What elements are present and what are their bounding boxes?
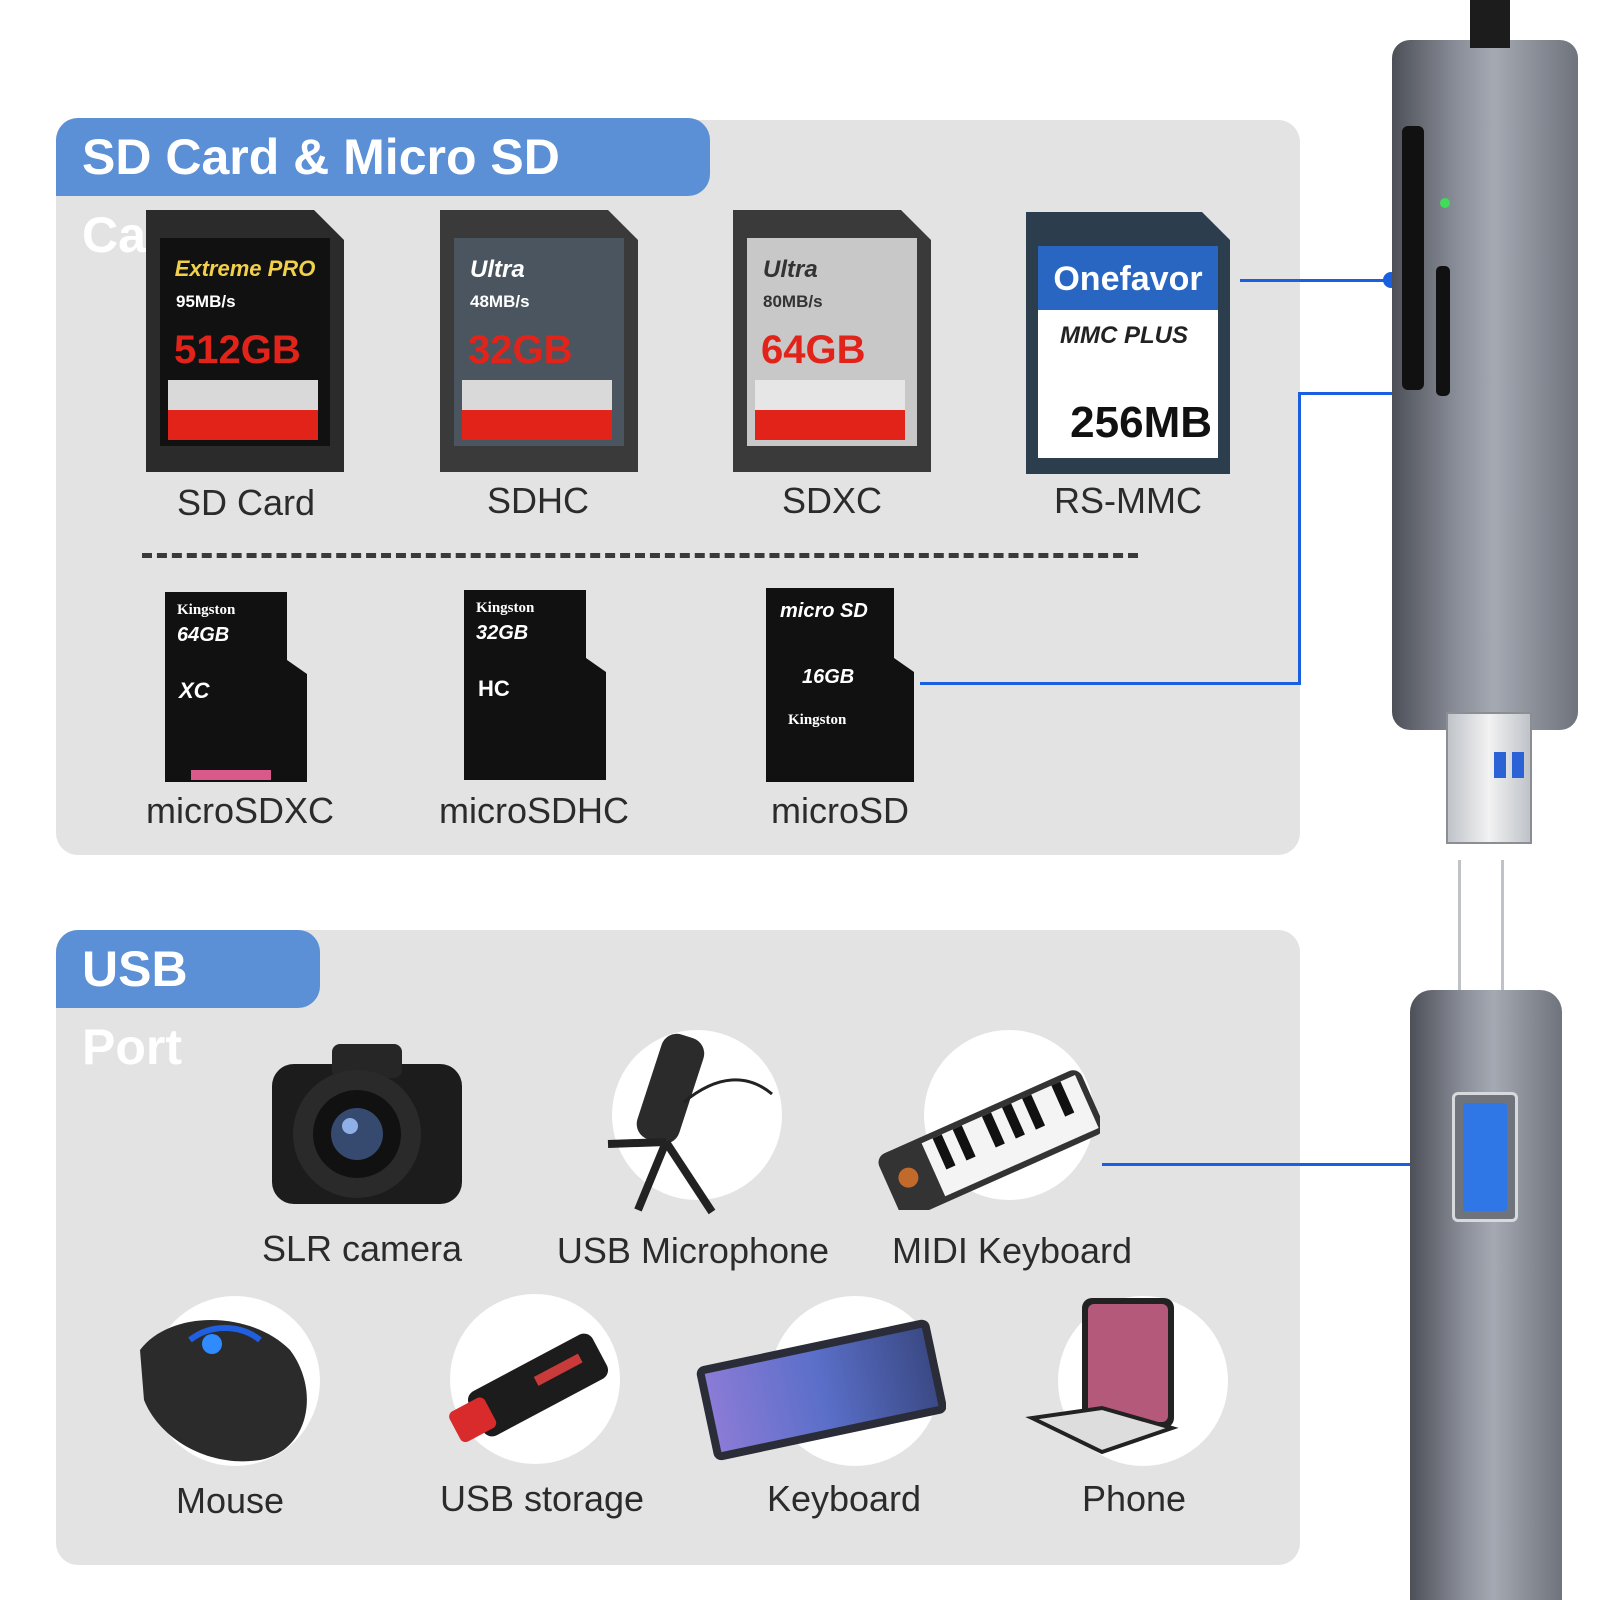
card-capacity: 256MB (1070, 398, 1212, 447)
card-brand: Kingston (476, 600, 535, 616)
sdhc-card-image: Ultra 48MB/s 32GB (440, 210, 638, 472)
card-label-microsdxc: microSDXC (145, 790, 334, 831)
card-type: HC (478, 676, 510, 701)
microsd-card-icon (766, 588, 914, 782)
card-brand: Kingston (788, 712, 847, 728)
connector-line-sd (1240, 279, 1390, 282)
usb-hub-device (1410, 990, 1562, 1600)
connector-line-usb (1102, 1163, 1440, 1166)
device-cable (1470, 0, 1510, 48)
card-model: Ultra (763, 256, 818, 283)
card-label-rs-mmc: RS-MMC (1054, 480, 1202, 521)
status-led (1440, 198, 1450, 208)
connector-line-microsd-vertical (1298, 392, 1301, 684)
card-label-microsd: microSD (770, 790, 909, 831)
microsd-card-icon (464, 590, 606, 780)
device-label-mouse: Mouse (175, 1480, 285, 1521)
card-capacity: 16GB (802, 666, 855, 688)
card-label-sd: SD Card (176, 482, 316, 523)
mmc-card-icon (1026, 212, 1230, 474)
usb-port-insert (1463, 1103, 1507, 1211)
usb-a-plug (1446, 712, 1532, 844)
card-speed: 48MB/s (470, 292, 530, 311)
card-type: XC (179, 678, 210, 703)
sdxc-card-image: Ultra 80MB/s 64GB (733, 210, 931, 472)
card-capacity: 512GB (174, 328, 301, 372)
microphone-icon (588, 1024, 788, 1229)
sd-card-icon (146, 210, 344, 472)
sd-card-slot[interactable] (1402, 126, 1424, 390)
card-brand: Onefavor (1053, 260, 1203, 298)
mouse-icon (130, 1310, 320, 1475)
device-label-midi-keyboard: MIDI Keyboard (891, 1230, 1133, 1271)
sd-card-image: Extreme PRO 95MB/s 512GB (146, 210, 344, 472)
card-type: micro SD (780, 600, 868, 622)
usb-a-port[interactable] (1452, 1092, 1518, 1222)
usb-section-title: USB Port (56, 930, 320, 1075)
connector-line-microsd-bottom (920, 682, 1301, 685)
connector-line-microsd (1300, 392, 1446, 395)
device-label-keyboard: Keyboard (766, 1478, 922, 1519)
sd-card-icon (733, 210, 931, 472)
card-speed: 95MB/s (176, 292, 236, 311)
card-label-sdhc: SDHC (486, 480, 589, 521)
usb-drive-icon (438, 1320, 638, 1455)
card-model: MMC PLUS (1060, 322, 1188, 349)
usb-plug-wires (1458, 860, 1504, 990)
card-label-microsdhc: microSDHC (438, 790, 629, 831)
card-capacity: 32GB (468, 328, 573, 372)
card-model: Ultra (470, 256, 525, 283)
microsd-card-slot[interactable] (1436, 266, 1450, 396)
microsdxc-card-image: Kingston 64GB XC (165, 592, 307, 782)
microsdhc-card-image: Kingston 32GB HC (464, 590, 606, 780)
card-model: Extreme PRO (174, 256, 316, 281)
card-capacity: 32GB (476, 622, 529, 644)
card-capacity: 64GB (177, 624, 230, 646)
device-label-phone: Phone (1081, 1478, 1187, 1519)
midi-keyboard-icon (878, 1050, 1104, 1219)
card-label-sdxc: SDXC (781, 480, 883, 521)
card-brand: Kingston (177, 602, 236, 618)
microsd-card-icon (165, 592, 307, 782)
section-divider (142, 553, 1138, 558)
usb-plug-contact (1512, 752, 1524, 778)
card-speed: 80MB/s (763, 292, 823, 311)
usb-plug-contact (1494, 752, 1506, 778)
rs-mmc-card-image: Onefavor MMC PLUS 256MB (1026, 212, 1230, 474)
keyboard-icon (696, 1312, 947, 1467)
device-label-usb-storage: USB storage (439, 1478, 645, 1519)
camera-icon (262, 1024, 472, 1219)
sd-card-icon (440, 210, 638, 472)
microsd-card-image: micro SD 16GB Kingston (766, 588, 914, 782)
panel-separator (24, 875, 1304, 911)
card-capacity: 64GB (761, 328, 866, 372)
sd-section-title: SD Card & Micro SD Card (56, 118, 710, 263)
device-label-slr-camera: SLR camera (261, 1228, 463, 1269)
phone-icon (1022, 1298, 1192, 1463)
device-label-usb-microphone: USB Microphone (556, 1230, 830, 1271)
